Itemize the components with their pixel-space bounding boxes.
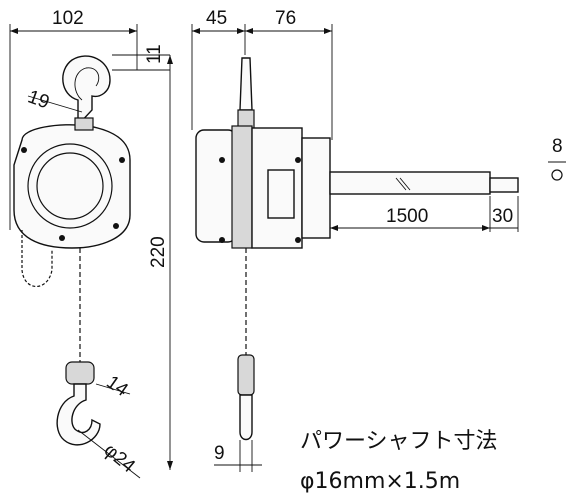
dim-bottom-width-label: 9: [214, 443, 225, 464]
front-view: 102 11 220 19 14: [9, 8, 173, 479]
side-window: [267, 169, 295, 219]
body-ring-outer: [27, 143, 113, 229]
dim-height-label: 220: [148, 236, 169, 268]
bolt: [113, 223, 119, 229]
arrow: [324, 28, 332, 34]
arrow: [245, 28, 253, 34]
bolt: [219, 237, 225, 243]
dim-shaft-small-label: 8: [552, 136, 563, 157]
arrow: [167, 461, 173, 470]
dim-offset-label: 11: [144, 44, 165, 64]
leader-line: [77, 429, 141, 479]
arrow: [192, 28, 200, 34]
caption-title: パワーシャフト寸法: [300, 429, 498, 454]
arrow: [167, 55, 173, 64]
dim-side-left-label: 45: [206, 8, 227, 29]
top-hook-side: [239, 57, 253, 111]
slack-chain: [21, 230, 53, 287]
bolt: [219, 157, 225, 163]
dim-opening-label: 14: [102, 372, 132, 402]
arrow: [129, 28, 137, 34]
break-mark: [399, 177, 411, 191]
power-shaft: [329, 171, 491, 195]
leader-line: [27, 95, 83, 113]
bolt: [119, 157, 125, 163]
break-mark: [395, 177, 407, 191]
dim-shaft-end-label: 30: [492, 206, 513, 227]
bottom-block: [65, 361, 95, 385]
top-hook-inner: [74, 67, 100, 101]
bolt: [59, 235, 65, 241]
side-housing-left: [195, 129, 237, 243]
dim-throat-label: 19: [25, 86, 52, 113]
bolt: [295, 237, 301, 243]
leader-line: [95, 383, 131, 395]
side-plate: [231, 125, 253, 249]
power-shaft-end: [489, 177, 519, 193]
bottom-hook: [56, 383, 101, 446]
caption-spec: φ16mm×1.5m: [300, 469, 460, 494]
shaft-section: [551, 169, 563, 181]
dim-shaft-length-label: 1500: [386, 206, 428, 227]
bottom-block-side: [237, 354, 255, 396]
dim-width-label: 102: [52, 8, 84, 29]
side-cover: [301, 137, 331, 239]
arrow: [330, 225, 338, 231]
hoist-body: [13, 124, 131, 249]
dim-pin-label: φ24: [100, 440, 139, 478]
bottom-hook-side: [239, 394, 253, 441]
dim-side-right-label: 76: [275, 8, 296, 29]
arrow: [10, 28, 18, 34]
bolt: [295, 157, 301, 163]
body-ring-inner: [36, 152, 104, 220]
hook-collar: [74, 117, 94, 131]
side-view: 45 76 1500 30 8: [191, 8, 566, 472]
arrow: [482, 225, 490, 231]
arrow: [237, 28, 245, 34]
bolt: [21, 147, 27, 153]
top-hook: [62, 55, 111, 127]
